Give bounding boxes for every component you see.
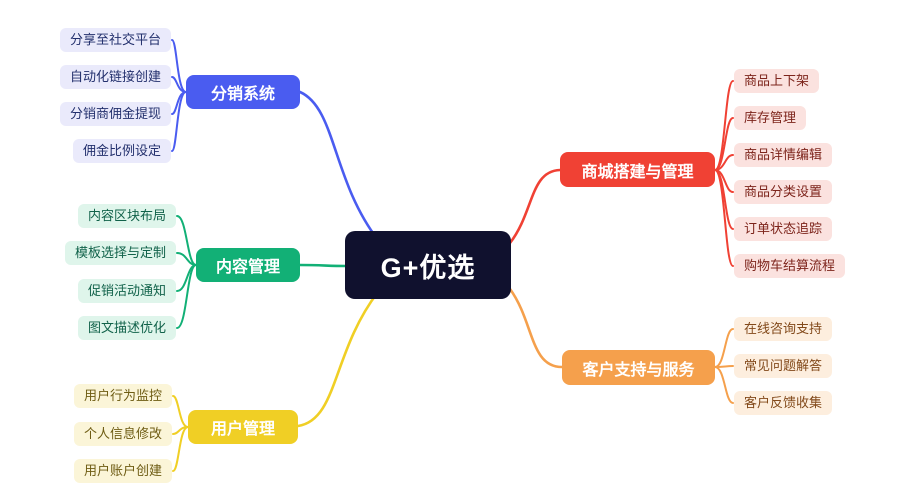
link-support-child-1 bbox=[714, 328, 734, 368]
subtopic-distributor-commission-withdraw[interactable]: 分销商佣金提现 bbox=[59, 102, 171, 126]
link-user-child-3 bbox=[172, 426, 189, 472]
subtopic-promotion-notice[interactable]: 促销活动通知 bbox=[77, 279, 176, 303]
subtopic-image-text-optimization[interactable]: 图文描述优化 bbox=[77, 316, 176, 340]
link-center-to-mall bbox=[508, 168, 562, 245]
subtopic-personal-info-edit[interactable]: 个人信息修改 bbox=[73, 422, 172, 446]
link-content-child-4 bbox=[176, 264, 197, 329]
branch-distribution-system[interactable]: 分销系统 bbox=[186, 75, 300, 109]
subtopic-cart-checkout-flow[interactable]: 购物车结算流程 bbox=[734, 254, 846, 278]
subtopic-online-consult-support[interactable]: 在线咨询支持 bbox=[734, 317, 833, 341]
branch-mall-setup-management[interactable]: 商城搭建与管理 bbox=[560, 152, 715, 187]
subtopic-share-to-social[interactable]: 分享至社交平台 bbox=[59, 28, 171, 52]
subtopic-content-block-layout[interactable]: 内容区块布局 bbox=[77, 204, 176, 228]
subtopic-product-category-setting[interactable]: 商品分类设置 bbox=[734, 180, 833, 204]
link-center-to-distribution bbox=[298, 90, 380, 242]
link-distribution-child-4 bbox=[171, 91, 187, 152]
link-distribution-child-1 bbox=[171, 39, 187, 93]
subtopic-template-selection-custom[interactable]: 模板选择与定制 bbox=[64, 241, 176, 265]
link-center-to-user bbox=[296, 290, 380, 428]
subtopic-inventory-management[interactable]: 库存管理 bbox=[734, 106, 807, 130]
subtopic-product-detail-edit[interactable]: 商品详情编辑 bbox=[734, 143, 833, 167]
link-center-to-support bbox=[508, 287, 564, 369]
branch-user-management[interactable]: 用户管理 bbox=[188, 410, 298, 444]
subtopic-user-behavior-monitoring[interactable]: 用户行为监控 bbox=[73, 384, 172, 408]
subtopic-customer-feedback-collection[interactable]: 客户反馈收集 bbox=[734, 391, 833, 415]
subtopic-order-status-tracking[interactable]: 订单状态追踪 bbox=[734, 217, 833, 241]
subtopic-auto-link-creation[interactable]: 自动化链接创建 bbox=[59, 65, 171, 89]
link-mall-child-6 bbox=[714, 169, 734, 267]
link-user-child-1 bbox=[172, 395, 189, 428]
subtopic-commission-ratio-setting[interactable]: 佣金比例设定 bbox=[72, 139, 171, 163]
link-support-child-3 bbox=[714, 366, 734, 404]
subtopic-user-account-creation[interactable]: 用户账户创建 bbox=[73, 459, 172, 483]
subtopic-faq-answers[interactable]: 常见问题解答 bbox=[734, 354, 833, 378]
link-mall-child-2 bbox=[714, 117, 734, 171]
subtopic-product-listing[interactable]: 商品上下架 bbox=[734, 69, 820, 93]
link-center-to-content bbox=[298, 263, 348, 268]
central-topic[interactable]: G+优选 bbox=[345, 231, 511, 299]
branch-customer-support-service[interactable]: 客户支持与服务 bbox=[562, 350, 715, 385]
branch-content-management[interactable]: 内容管理 bbox=[196, 248, 300, 282]
